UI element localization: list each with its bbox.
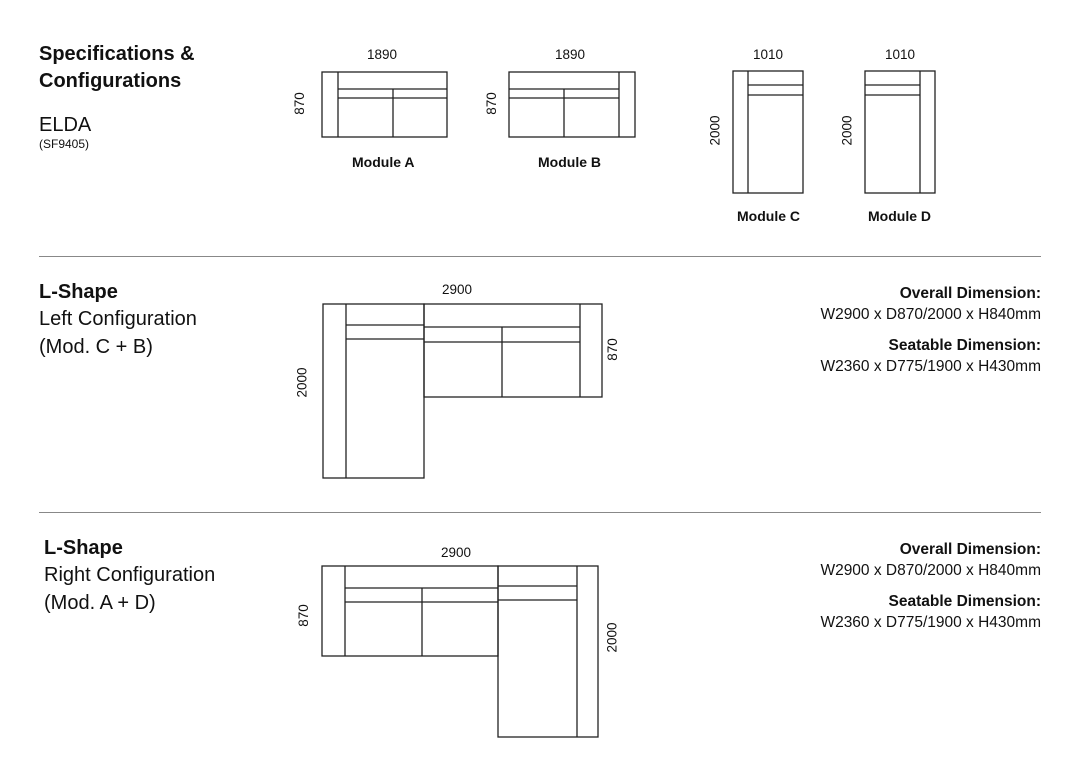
seatable-dimension-label: Seatable Dimension: — [888, 593, 1041, 610]
config-left-title: L-Shape — [39, 281, 118, 303]
config-left-modules: (Mod. C + B) — [39, 336, 153, 358]
config-left-subtitle: Left Configuration — [39, 308, 197, 330]
divider — [39, 512, 1041, 513]
module-d-drawing — [864, 70, 936, 194]
config-right-sofa-depth: 870 — [295, 604, 311, 627]
seatable-dimension-label: Seatable Dimension: — [888, 337, 1041, 354]
divider — [39, 256, 1041, 257]
module-a-label: Module A — [352, 154, 415, 170]
module-c-label: Module C — [737, 208, 800, 224]
seatable-dimension-value: W2360 x D775/1900 x H430mm — [820, 614, 1041, 631]
module-c-depth: 2000 — [707, 115, 723, 146]
l-left-drawing — [322, 303, 603, 479]
module-c-width: 1010 — [753, 47, 784, 62]
module-a-drawing — [321, 71, 448, 138]
config-right-modules: (Mod. A + D) — [44, 592, 156, 614]
module-c-drawing — [732, 70, 804, 194]
product-code: (SF9405) — [39, 137, 90, 151]
config-left-width: 2900 — [442, 282, 473, 297]
overall-dimension-label: Overall Dimension: — [899, 285, 1041, 302]
config-left-sofa-depth: 870 — [604, 338, 620, 361]
module-a-depth: 870 — [291, 92, 307, 115]
overall-dimension-label: Overall Dimension: — [899, 541, 1041, 558]
seatable-dimension-value: W2360 x D775/1900 x H430mm — [820, 358, 1041, 375]
module-b-drawing — [508, 71, 636, 138]
overall-dimension-value: W2900 x D870/2000 x H840mm — [820, 306, 1041, 323]
module-a-width: 1890 — [367, 47, 398, 62]
module-b-depth: 870 — [483, 92, 499, 115]
config-left-chaise-depth: 2000 — [294, 367, 310, 398]
module-d-label: Module D — [868, 208, 931, 224]
config-right-subtitle: Right Configuration — [44, 564, 216, 586]
l-right-drawing — [321, 565, 599, 738]
module-b-label: Module B — [538, 154, 601, 170]
module-b-width: 1890 — [555, 47, 586, 62]
overall-dimension-value: W2900 x D870/2000 x H840mm — [820, 562, 1041, 579]
module-d-width: 1010 — [885, 47, 916, 62]
config-right-chaise-depth: 2000 — [604, 622, 620, 653]
config-right-title: L-Shape — [44, 537, 123, 559]
page-title: Specifications &Configurations — [39, 43, 195, 92]
product-name: ELDA — [39, 114, 92, 136]
module-d-depth: 2000 — [839, 115, 855, 146]
config-right-width: 2900 — [441, 545, 472, 560]
